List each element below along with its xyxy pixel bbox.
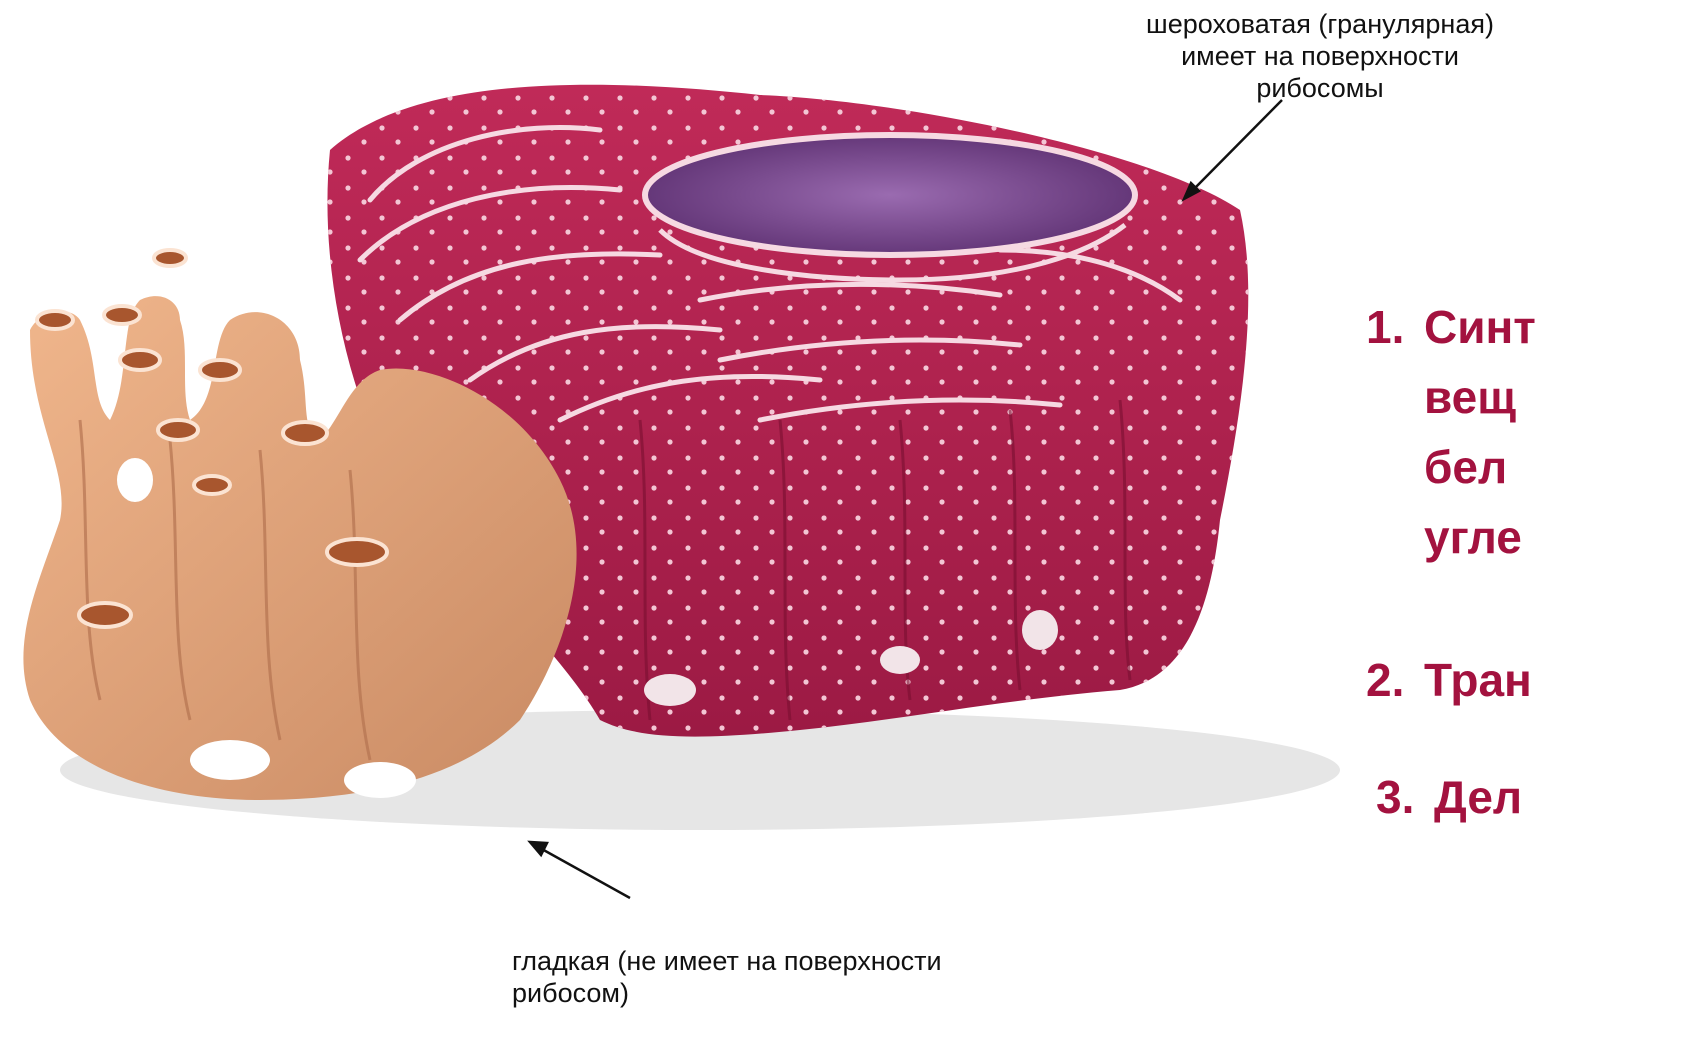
function-number: 2. xyxy=(1366,645,1424,715)
function-text: Синт xyxy=(1424,301,1536,353)
function-text: угле xyxy=(1366,502,1536,572)
label-smooth-er-line: гладкая (не имеет на поверхности xyxy=(512,945,1072,977)
label-smooth-er-line: рибосом) xyxy=(512,977,1072,1009)
function-number: 3. xyxy=(1376,762,1434,832)
function-text: бел xyxy=(1366,432,1536,502)
function-item-2: 2.Тран xyxy=(1366,645,1532,715)
function-item-3: 3.Дел xyxy=(1376,762,1522,832)
arrow-smooth-er xyxy=(530,842,630,898)
label-rough-er: шероховатая (гранулярная) имеет на повер… xyxy=(1090,8,1550,104)
label-smooth-er: гладкая (не имеет на поверхности рибосом… xyxy=(512,945,1072,1009)
function-item-1: 1.Синт вещ бел угле xyxy=(1366,292,1536,572)
arrow-rough-er xyxy=(1184,100,1282,199)
function-text: Тран xyxy=(1424,654,1532,706)
label-rough-er-line: имеет на поверхности xyxy=(1090,40,1550,72)
function-number: 1. xyxy=(1366,292,1424,362)
label-rough-er-line: рибосомы xyxy=(1090,72,1550,104)
function-text: Дел xyxy=(1434,771,1522,823)
label-rough-er-line: шероховатая (гранулярная) xyxy=(1090,8,1550,40)
function-text: вещ xyxy=(1366,362,1536,432)
